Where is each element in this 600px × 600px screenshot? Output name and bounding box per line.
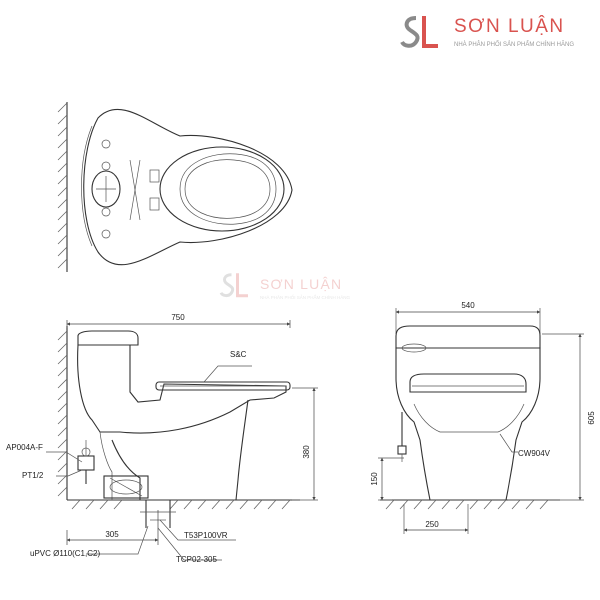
top-view-wall-hatching <box>57 102 68 269</box>
front-view <box>378 308 584 534</box>
watermark: SƠN LUẬN NHÀ PHÂN PHỐI SẢN PHẨM CHÍNH HÃ… <box>218 270 388 310</box>
dim-605-label: 605 <box>587 411 596 425</box>
seat-label: S&C <box>230 350 247 359</box>
top-view-flush-button <box>91 139 121 239</box>
leader-flange <box>159 519 236 541</box>
dim-540-label: 540 <box>461 301 475 310</box>
front-view-supply-valve <box>397 412 407 462</box>
flange-label: T53P100VR <box>184 531 228 540</box>
side-view-trap-back <box>111 439 141 500</box>
side-view-wall-hatching <box>57 330 68 497</box>
side-view-seat <box>155 381 291 391</box>
side-view-bowl-front <box>235 399 249 501</box>
pipe-label: uPVC Ø110(C1,C2) <box>30 549 100 558</box>
side-view <box>46 320 318 561</box>
top-view-outline <box>83 108 293 266</box>
front-view-floor-hatching <box>385 499 549 510</box>
front-view-body <box>395 347 541 501</box>
brand-logo: SƠN LUẬN NHÀ PHÂN PHỐI SẢN PHẨM CHÍNH HÃ… <box>398 8 594 64</box>
side-view-flange <box>103 475 149 499</box>
front-view-seat <box>409 373 527 393</box>
top-view <box>57 102 293 272</box>
watermark-tagline: NHÀ PHÂN PHỐI SẢN PHẨM CHÍNH HÃNG <box>260 295 351 300</box>
front-view-flush-button <box>401 343 427 353</box>
leader-adapter <box>157 527 222 561</box>
thread-label: PT1/2 <box>22 471 44 480</box>
side-view-floor-hatching <box>71 499 291 510</box>
front-view-bowl-line <box>413 403 525 433</box>
leader-seat <box>203 365 252 383</box>
dim-150-label: 150 <box>370 472 379 486</box>
watermark-mark <box>219 273 248 298</box>
dim-380-label: 380 <box>302 445 311 459</box>
brand-logo-mark <box>400 16 438 48</box>
leader-thread <box>56 469 83 477</box>
leader-pipe <box>86 525 149 555</box>
cw904v-label: CW904V <box>518 449 551 458</box>
watermark-name: SƠN LUẬN <box>260 276 343 292</box>
front-view-tank-lid <box>395 325 541 349</box>
top-view-tank-line <box>81 125 93 247</box>
top-view-seat <box>159 146 285 232</box>
top-view-bowl-opening <box>179 153 277 225</box>
angle-valve-label: AP004A-F <box>6 443 43 452</box>
top-view-hinges <box>129 159 160 221</box>
dim-250-label: 250 <box>425 520 439 529</box>
dim-750-label: 750 <box>171 313 185 322</box>
side-view-tank-lid <box>77 330 139 346</box>
adapter-label: TCP02-305 <box>176 555 217 564</box>
top-view-bowl-inner <box>184 159 271 219</box>
side-view-skirt <box>99 431 113 500</box>
brand-tagline: NHÀ PHÂN PHỐI SẢN PHẨM CHÍNH HÃNG <box>454 42 575 48</box>
leader-angle-valve <box>46 451 83 463</box>
leader-cw904v <box>499 433 518 453</box>
side-view-body <box>77 344 287 434</box>
brand-name: SƠN LUẬN <box>454 16 565 37</box>
dim-305-label: 305 <box>105 530 119 539</box>
